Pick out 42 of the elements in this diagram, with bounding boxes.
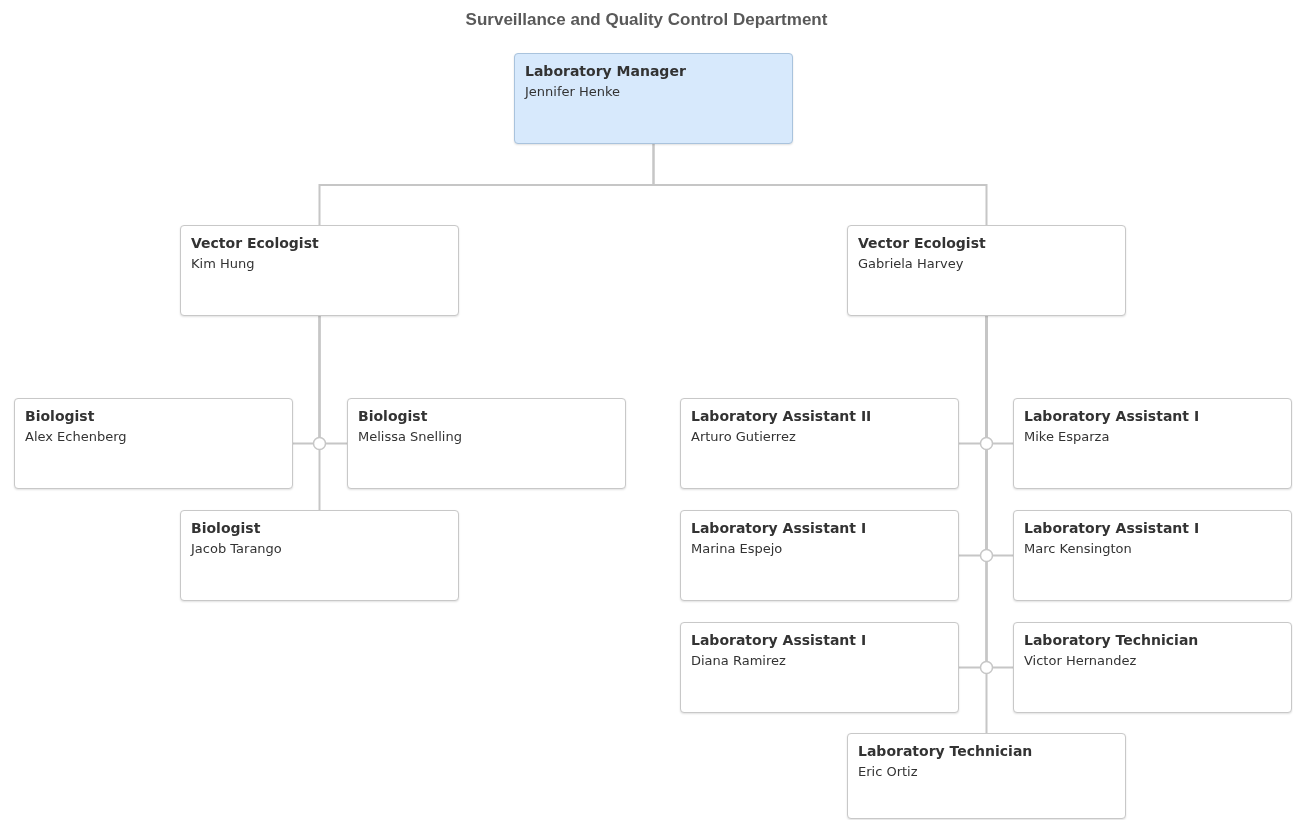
- person-name: Mike Esparza: [1024, 429, 1111, 444]
- person-name: Melissa Snelling: [358, 429, 463, 444]
- connector-line: [318, 315, 321, 511]
- org-chart-card: [680, 510, 959, 601]
- job-title: Biologist: [358, 408, 429, 424]
- person-name: Eric Ortiz: [858, 764, 919, 779]
- person-name: Victor Hernandez: [1024, 653, 1138, 668]
- person-name: Kim Hung: [191, 256, 256, 271]
- person-name: Marina Espejo: [691, 541, 784, 556]
- org-chart-card: [14, 398, 293, 489]
- org-chart-card: [180, 225, 459, 316]
- person-name: Marc Kensington: [1024, 541, 1133, 556]
- person-name: Jacob Tarango: [191, 541, 283, 556]
- job-title: Biologist: [25, 408, 96, 424]
- job-title: Vector Ecologist: [858, 235, 987, 251]
- connector-line: [652, 143, 988, 226]
- job-title: Laboratory Assistant I: [691, 632, 868, 648]
- job-title: Laboratory Technician: [1024, 632, 1200, 648]
- person-name: Gabriela Harvey: [858, 256, 965, 271]
- org-chart-card: [180, 510, 459, 601]
- org-chart-card: [1013, 398, 1292, 489]
- job-title: Laboratory Assistant II: [691, 408, 873, 424]
- org-chart-card: [847, 733, 1126, 819]
- job-title: Laboratory Assistant I: [691, 520, 868, 536]
- job-title: Laboratory Assistant I: [1024, 408, 1201, 424]
- job-title: Biologist: [191, 520, 262, 536]
- chart-title: Surveillance and Quality Control Department: [464, 10, 829, 30]
- job-title: Vector Ecologist: [191, 235, 320, 251]
- person-name: Arturo Gutierrez: [691, 429, 797, 444]
- org-chart-card: [514, 53, 793, 144]
- job-title: Laboratory Manager: [525, 63, 687, 79]
- org-chart-card: [347, 398, 626, 489]
- org-chart-card: [680, 622, 959, 713]
- org-chart-card: [847, 225, 1126, 316]
- org-chart-card: [1013, 510, 1292, 601]
- job-title: Laboratory Technician: [858, 743, 1034, 759]
- person-name: Alex Echenberg: [25, 429, 128, 444]
- person-name: Jennifer Henke: [525, 84, 622, 99]
- person-name: Diana Ramirez: [691, 653, 787, 668]
- org-chart-card: [680, 398, 959, 489]
- org-chart-card: [1013, 622, 1292, 713]
- job-title: Laboratory Assistant I: [1024, 520, 1201, 536]
